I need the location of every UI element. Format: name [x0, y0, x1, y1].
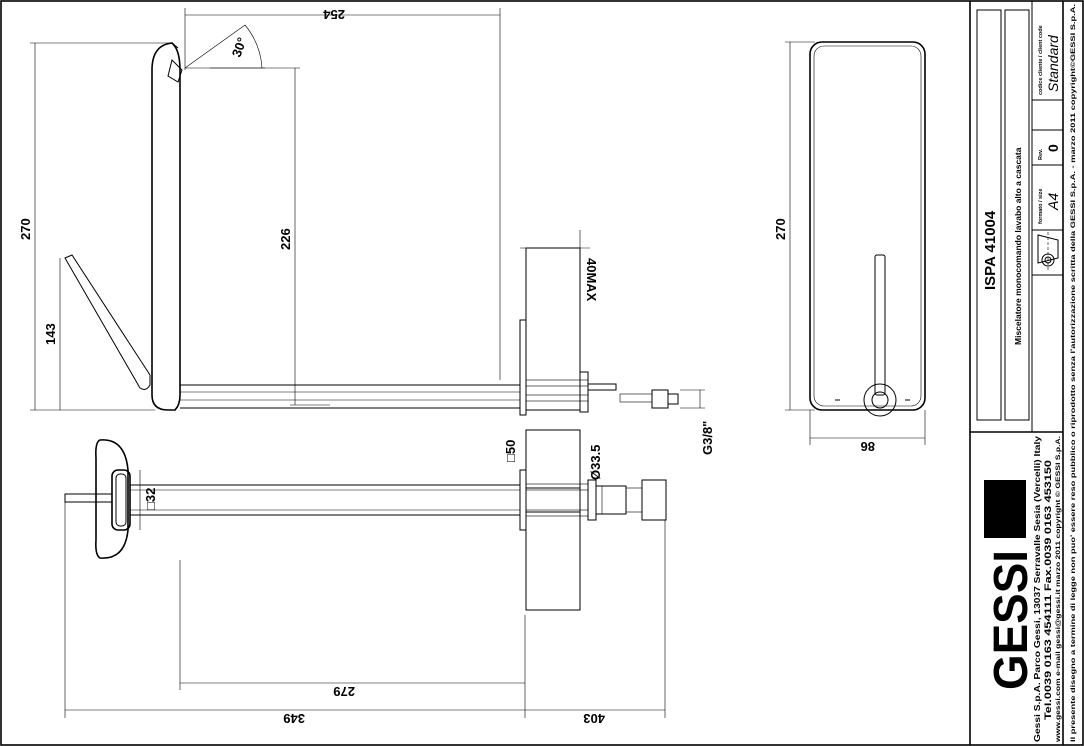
flange [519, 319, 527, 416]
dim-226: 226 [278, 228, 293, 250]
company-web-copyright: www.gessi.com e-mail gessi@gessi.it marz… [1055, 436, 1062, 744]
dim-349: 349 [283, 711, 305, 726]
dim-86: 86 [861, 439, 875, 454]
top-view [64, 429, 667, 611]
product-code: ISPA 41004 [982, 210, 999, 290]
svg-text:GESSI: GESSI [985, 550, 1038, 690]
counter-section [525, 429, 581, 611]
dim-angle-30: 30° [229, 35, 250, 59]
hose [525, 379, 589, 387]
rev-label: Rev. [1038, 148, 1044, 160]
nut [641, 479, 667, 521]
client-code-value: Standard [1045, 34, 1061, 92]
lever-stub [167, 59, 183, 83]
dim-40max: 40MAX [584, 258, 599, 302]
front-view [809, 41, 926, 417]
legal-notice: Il presente disegno a termine di legge n… [1070, 4, 1077, 742]
side-view [64, 42, 679, 416]
company-address: Gessi S.p.A. Parco Gessi, 13037 Serraval… [1032, 436, 1042, 742]
top-view-dimensions: □32 □50 Ø33.5 279 349 403 [64, 440, 666, 726]
dim-square-32: □32 [143, 488, 158, 510]
dim-270-left: 270 [18, 218, 33, 240]
format-value: A4 [1045, 193, 1061, 211]
dim-g3-8: G3/8" [700, 421, 715, 455]
side-view-dimensions: 254 270 143 226 30° 40MAX G3/8" [18, 7, 715, 455]
dim-square-50: □50 [503, 440, 518, 462]
lever [64, 493, 113, 503]
nut [651, 389, 669, 409]
hose [525, 394, 589, 402]
client-code-label: codice cliente / client code [1038, 25, 1044, 95]
rev-value: 0 [1045, 144, 1061, 152]
dim-279: 279 [333, 684, 355, 699]
front-view-dimensions: 270 86 [773, 41, 926, 454]
gessi-logo: GESSI [984, 480, 1038, 690]
dim-diameter-33-5: Ø33.5 [588, 445, 603, 480]
format-label: formato / size [1038, 189, 1044, 224]
dim-254: 254 [323, 7, 345, 22]
dim-270-right: 270 [773, 218, 788, 240]
dim-143: 143 [43, 323, 58, 345]
company-phone-fax: Tel.0039 0163 454111 Fax.0039 0163 45315… [1043, 460, 1053, 720]
projection-symbol-icon [1037, 232, 1059, 272]
product-description: Miscelatore monocomando lavabo alto a ca… [1013, 147, 1023, 345]
lever [874, 254, 886, 396]
spout [64, 254, 151, 390]
dim-403: 403 [583, 711, 605, 726]
title-block: ISPA 41004 Miscelatore monocomando lavab… [969, 1, 1077, 745]
